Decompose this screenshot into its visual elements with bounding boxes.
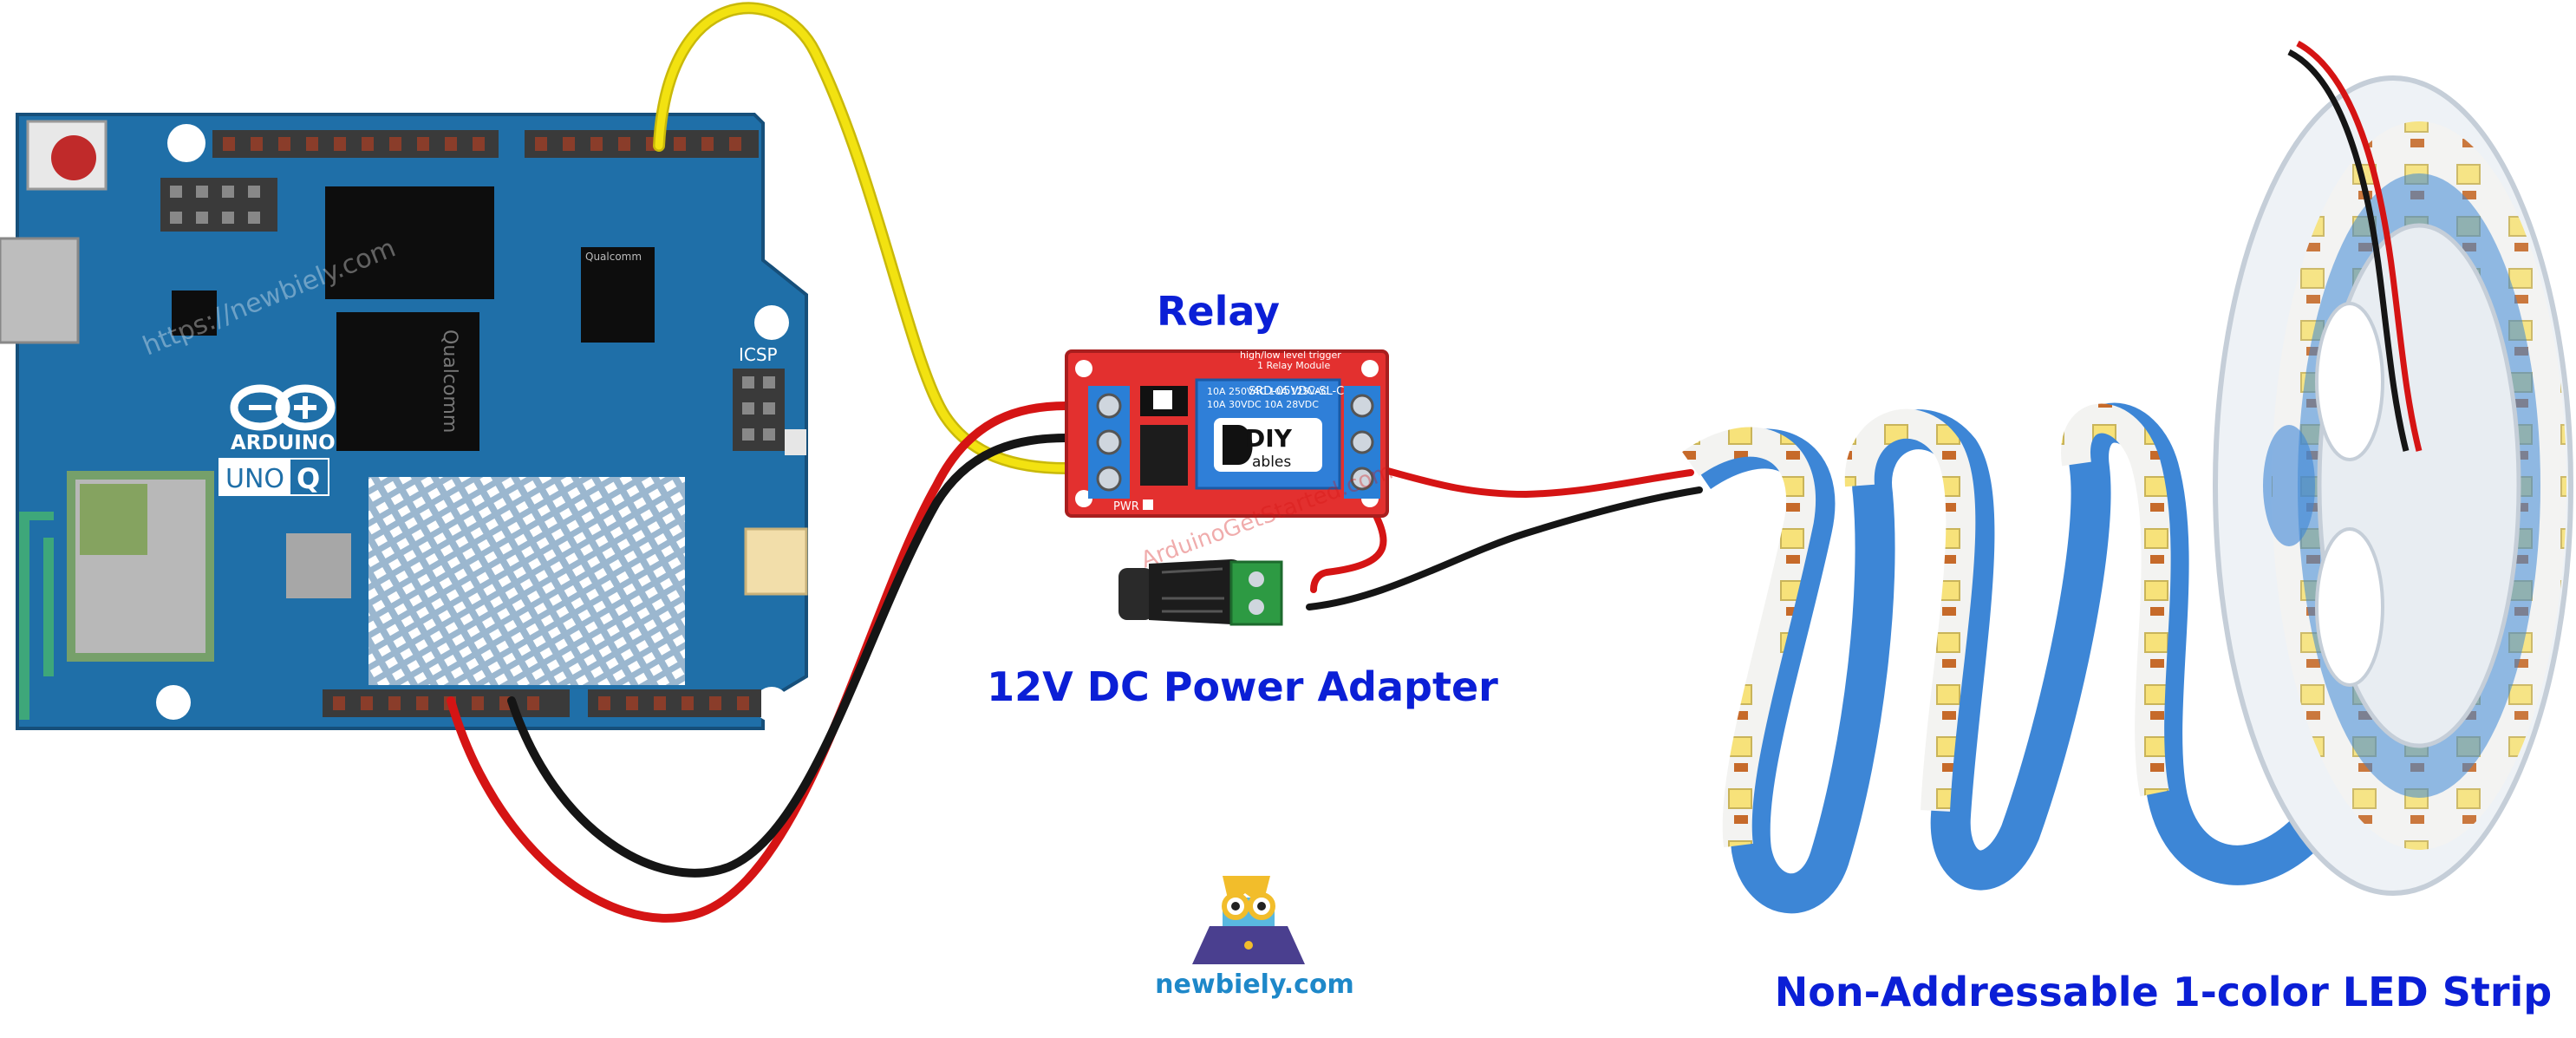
qualcomm-chip [336, 312, 479, 451]
relay-brand-top: DIY [1245, 424, 1293, 453]
relay-subtitle: high/low level trigger [1240, 349, 1341, 361]
output-terminal-block [1344, 386, 1380, 499]
relay-module: 10A 250VAC 10A 125VAC 10A 30VDC 10A 28VD… [1065, 349, 1397, 574]
main-chip [325, 186, 494, 299]
pwr-label: PWR [1113, 500, 1139, 513]
site-label: newbiely.com [1155, 969, 1354, 1000]
qualcomm-small-chip [581, 247, 655, 343]
chip-brand-text: Qualcomm [585, 251, 642, 263]
strip-led-face [1682, 427, 1816, 848]
usb-connector [0, 237, 80, 344]
arduino-brand: ARDUINO [231, 432, 336, 454]
jtag-header [160, 178, 277, 232]
relay-cube: 10A 250VAC 10A 125VAC 10A 30VDC 10A 28VD… [1195, 378, 1344, 490]
top-header-right [525, 130, 759, 158]
icsp-label: ICSP [739, 344, 778, 365]
led-strip-label: Non-Addressable 1-color LED Strip [1775, 969, 2552, 1015]
led-reel [2213, 40, 2573, 896]
relay-model: SRD-05VDC-SL-C [1249, 385, 1344, 398]
reset-button [26, 120, 108, 191]
black-adapter-to-strip-wire [1306, 486, 1703, 610]
vent-grid [368, 477, 685, 685]
chip-brand-text-rotated: Qualcomm [439, 330, 460, 433]
icsp-header [733, 369, 785, 451]
arduino-uno-q-board: Qualcomm Qualcomm ICSP ARDUINO UNO Q [0, 113, 808, 730]
bottom-header-right [588, 689, 761, 717]
red-relay-to-strip-wire [1375, 465, 1694, 499]
dc-power-adapter-jack [1118, 559, 1283, 626]
relay-brand-bottom: ables [1252, 454, 1291, 471]
square-chip [286, 533, 351, 598]
newbiely-owl-logo-icon [1192, 876, 1305, 964]
uno-text: UNO [225, 464, 284, 494]
relay-title: 1 Relay Module [1257, 360, 1330, 371]
black-gnd-wire [507, 434, 1071, 878]
q-text: Q [297, 462, 320, 495]
svg-text:10A 250VAC 10A 125VAC: 10A 250VAC 10A 125VAC [1207, 386, 1328, 397]
adapter-label: 12V DC Power Adapter [987, 663, 1498, 710]
small-chip [172, 291, 217, 336]
side-connector [744, 527, 808, 596]
diyables-logo-icon [1223, 425, 1253, 465]
led-strip [1682, 40, 2573, 914]
svg-text:10A 30VDC 10A 28VDC: 10A 30VDC 10A 28VDC [1207, 399, 1319, 410]
input-terminal-block [1088, 386, 1130, 499]
arduino-logo-icon [230, 384, 336, 431]
relay-label: Relay [1157, 288, 1280, 335]
strip-lead-wires [2287, 49, 2410, 452]
bottom-header-left [323, 689, 570, 717]
wires [447, 2, 1703, 923]
red-relay-to-adapter-wire [1310, 499, 1387, 593]
top-header-left [212, 130, 499, 158]
strip-backing [1687, 402, 2490, 914]
antenna-trace [19, 512, 54, 720]
